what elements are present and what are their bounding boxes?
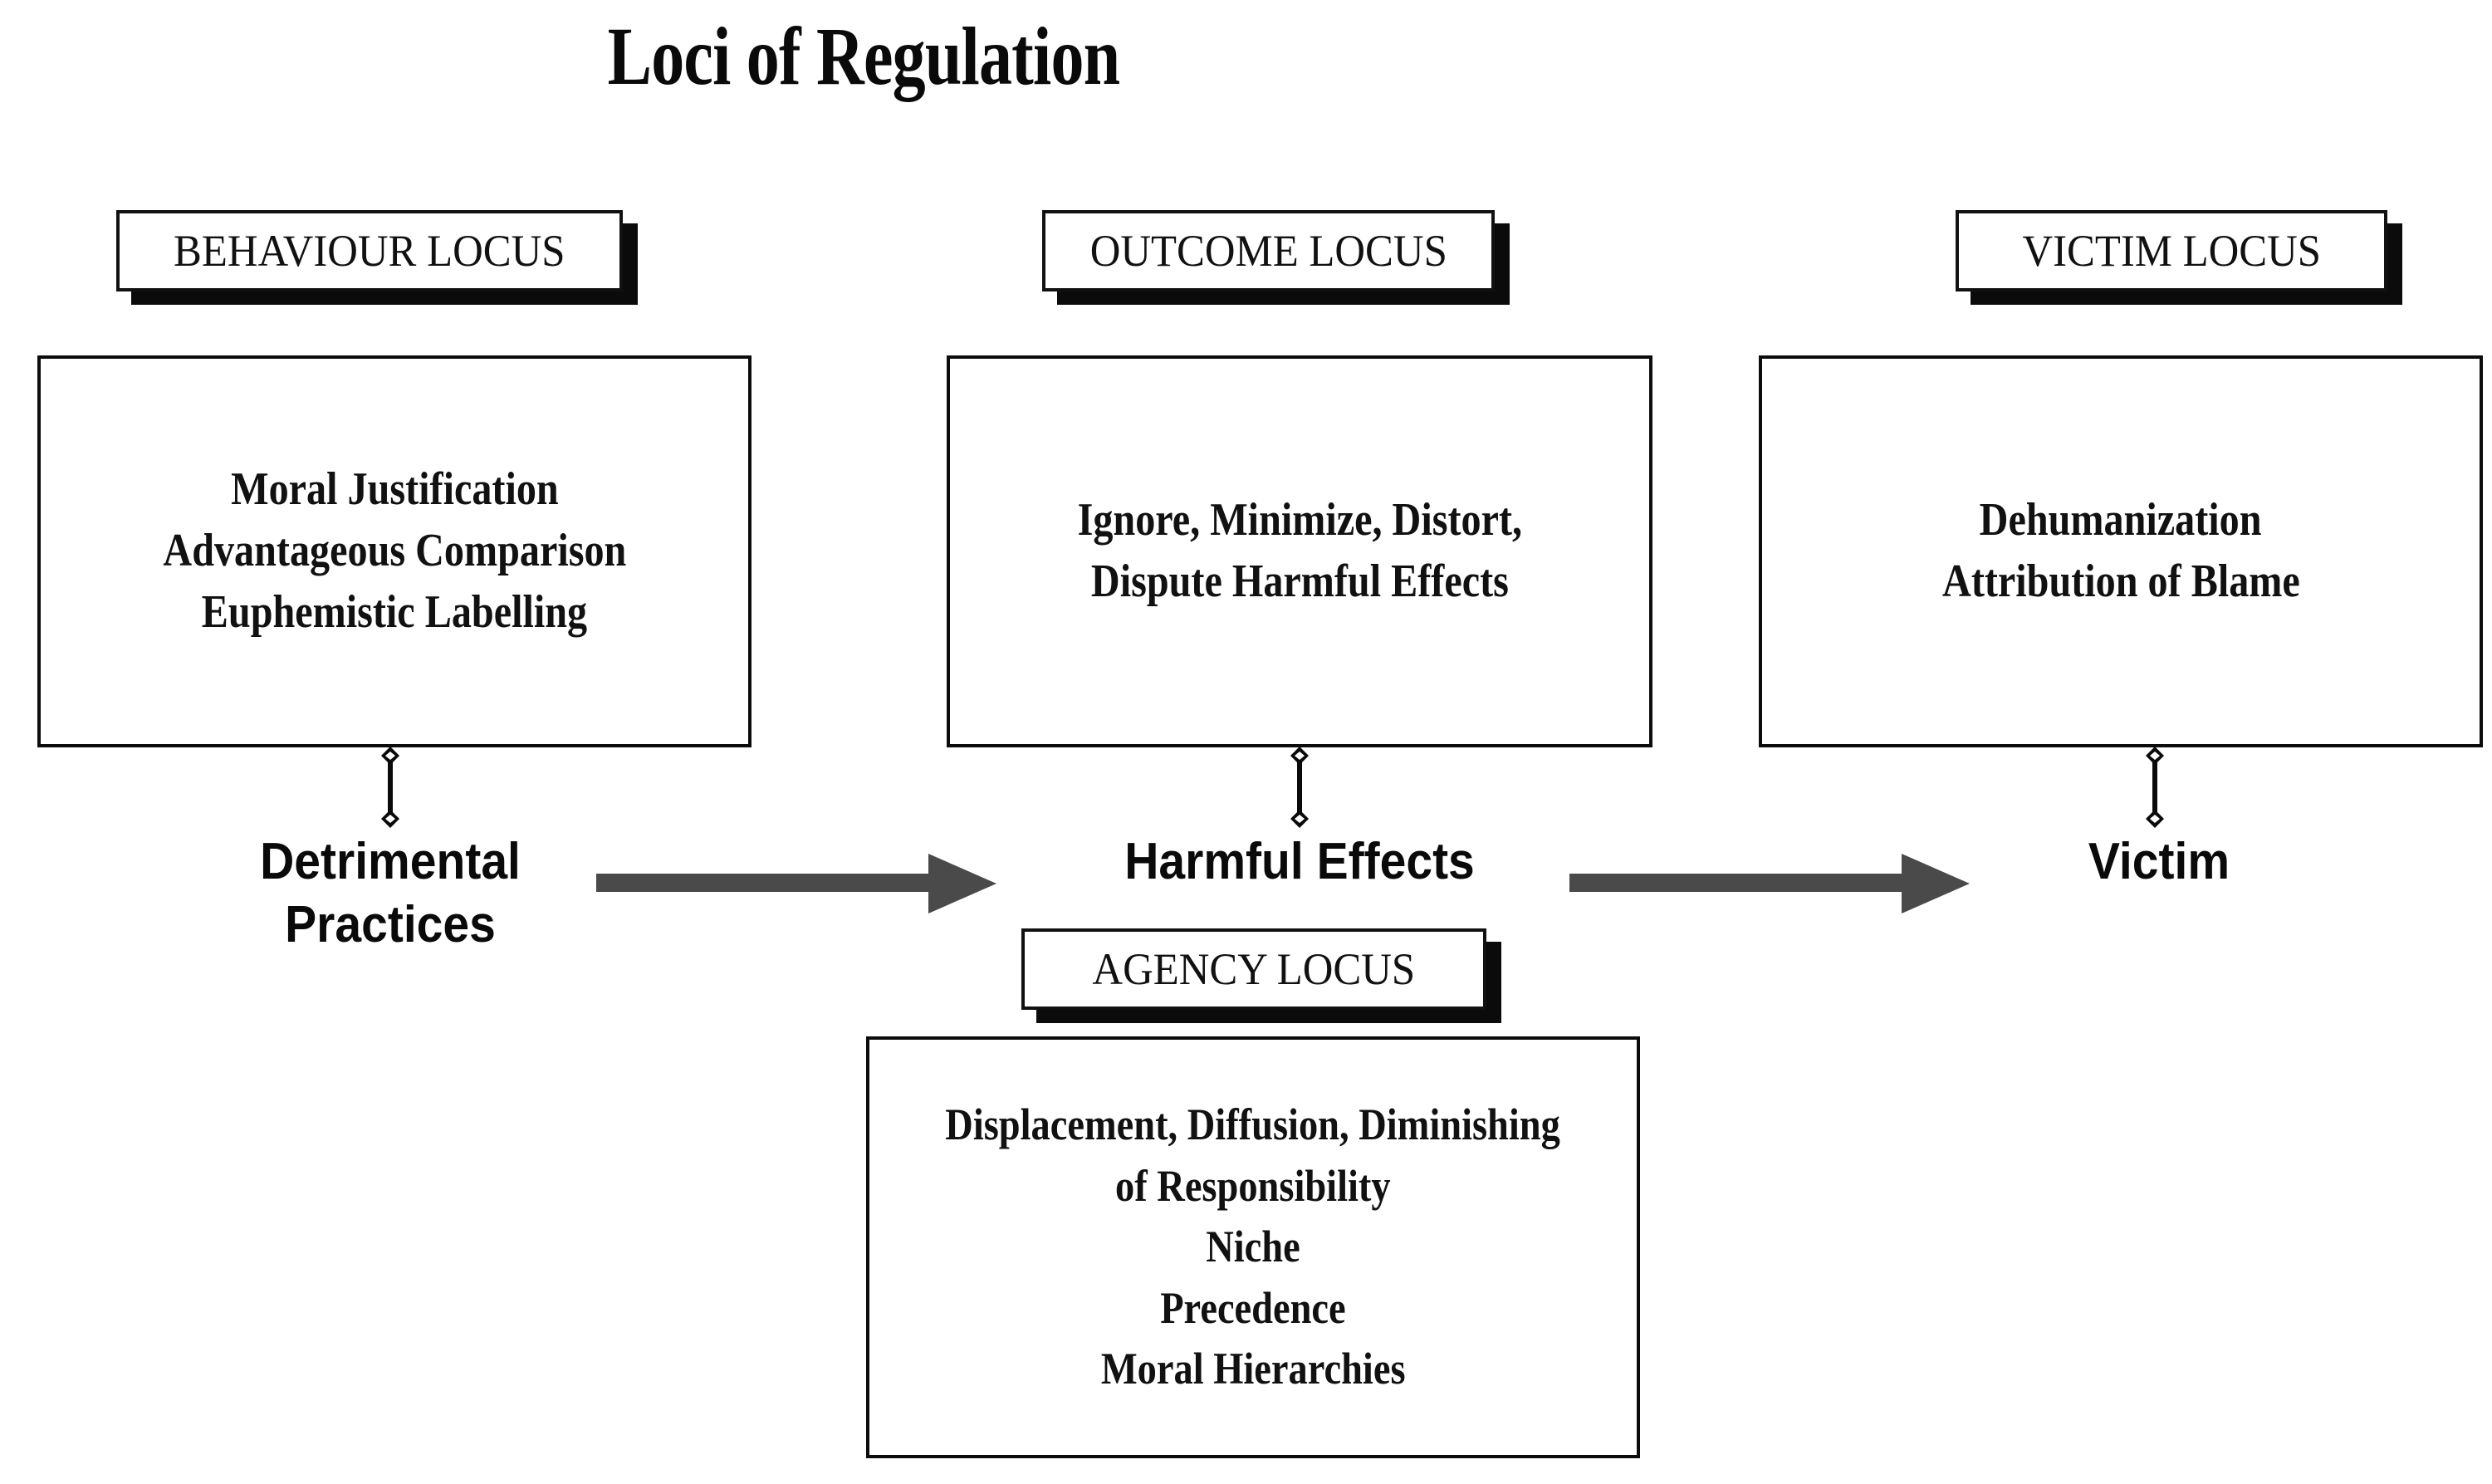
locus-tag-victim: VICTIM LOCUS <box>1956 210 2387 291</box>
connector-outcome <box>1283 744 1316 830</box>
locus-box-agency: Displacement, Diffusion, Diminishing of … <box>866 1036 1640 1458</box>
agency-item-3: Niche <box>1206 1222 1300 1272</box>
node-label-victim: Victim <box>2088 833 2230 890</box>
locus-tag-agency-label: AGENCY LOCUS <box>1092 944 1416 994</box>
agency-item-1: Displacement, Diffusion, Diminishing <box>945 1100 1561 1150</box>
arrow-practices-to-effects <box>596 849 996 920</box>
locus-box-victim: Dehumanization Attribution of Blame <box>1759 355 2483 747</box>
locus-tag-outcome-label: OUTCOME LOCUS <box>1089 226 1447 276</box>
agency-item-4: Precedence <box>1160 1282 1346 1333</box>
victim-item-2: Attribution of Blame <box>1941 556 2300 607</box>
locus-tag-behaviour: BEHAVIOUR LOCUS <box>116 210 623 291</box>
arrow-effects-to-victim <box>1569 849 1970 920</box>
locus-tag-agency: AGENCY LOCUS <box>1021 928 1486 1010</box>
page-title: Loci of Regulation <box>607 10 1120 102</box>
locus-box-outcome: Ignore, Minimize, Distort, Dispute Harmf… <box>947 355 1652 747</box>
agency-item-5: Moral Hierarchies <box>1100 1344 1406 1394</box>
connector-behaviour <box>374 744 407 830</box>
behaviour-item-1: Moral Justification <box>230 463 559 516</box>
behaviour-item-3: Euphemistic Labelling <box>201 585 588 638</box>
node-label-detrimental-line1: Detrimental <box>260 833 521 890</box>
node-label-harmful-effects: Harmful Effects <box>1124 833 1475 890</box>
behaviour-item-2: Advantageous Comparison <box>163 525 626 577</box>
connector-victim <box>2138 744 2171 830</box>
node-label-detrimental-practices: Detrimental Practices <box>161 830 619 956</box>
outcome-item-2: Dispute Harmful Effects <box>1090 556 1509 607</box>
agency-item-2: of Responsibility <box>1115 1160 1391 1211</box>
locus-tag-outcome: OUTCOME LOCUS <box>1042 210 1495 291</box>
node-label-detrimental-line2: Practices <box>285 895 496 953</box>
victim-item-1: Dehumanization <box>1980 494 2262 546</box>
locus-tag-victim-label: VICTIM LOCUS <box>2022 226 2321 276</box>
locus-tag-behaviour-label: BEHAVIOUR LOCUS <box>174 226 565 276</box>
outcome-item-1: Ignore, Minimize, Distort, <box>1077 494 1522 546</box>
locus-box-behaviour: Moral Justification Advantageous Compari… <box>37 355 752 747</box>
